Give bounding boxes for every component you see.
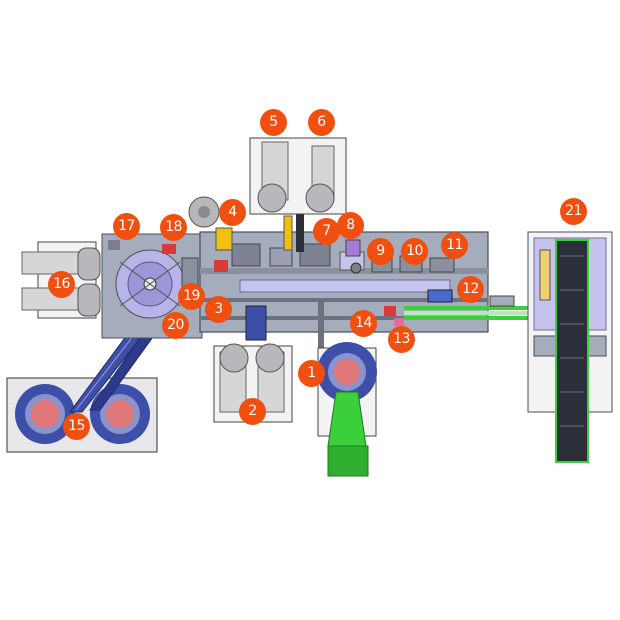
left-reel-feeders: [21, 241, 101, 319]
callout-3: 3: [205, 296, 232, 323]
callout-2: 2: [239, 398, 266, 425]
callout-1: 1: [298, 360, 325, 387]
callout-20: 20: [162, 312, 189, 339]
callout-17: 17: [113, 213, 140, 240]
callout-5: 5: [260, 109, 287, 136]
callout-16: 16: [48, 271, 75, 298]
callout-9: 9: [367, 238, 394, 265]
callout-18: 18: [160, 214, 187, 241]
bottom-reel-feeders: [213, 343, 293, 423]
rotary-table-frame: [101, 233, 203, 339]
bottom-left-reel-station: [6, 319, 159, 453]
callout-13: 13: [388, 326, 415, 353]
callout-14: 14: [350, 310, 377, 337]
callout-8: 8: [337, 212, 364, 239]
callout-12: 12: [457, 276, 484, 303]
reel-station-4: [188, 196, 220, 228]
top-reel-feeders: [249, 137, 347, 215]
callout-19: 19: [178, 283, 205, 310]
callout-10: 10: [401, 238, 428, 265]
callout-6: 6: [308, 109, 335, 136]
output-bin-station: [317, 342, 377, 477]
callout-7: 7: [313, 218, 340, 245]
main-base-frame: [199, 212, 489, 352]
stacking-tower-station: [527, 231, 613, 463]
callout-15: 15: [63, 413, 90, 440]
transfer-conveyor: [404, 295, 534, 320]
callout-4: 4: [219, 199, 246, 226]
callout-21: 21: [560, 198, 587, 225]
callout-11: 11: [441, 232, 468, 259]
